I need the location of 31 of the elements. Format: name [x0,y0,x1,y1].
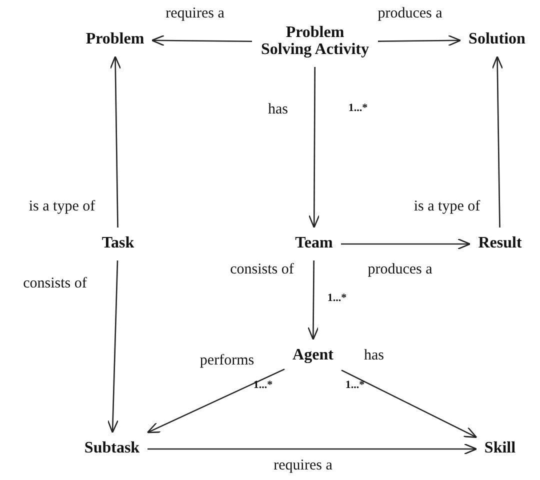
arrow [146,368,285,434]
multiplicity-label: 1...* [345,379,365,391]
arrow [492,56,504,228]
edge-label: is a type of [412,198,482,216]
concept-label: Problem Solving Activity [258,23,372,61]
arrow [107,260,118,434]
concept-label: Agent [290,346,336,366]
arrow [378,34,462,46]
arrow [148,443,478,455]
edge-label: produces a [366,262,434,278]
edge-label: performs [198,352,256,370]
concept-label: Solution [466,30,528,50]
edge-label: requires a [272,458,334,474]
concept-label: Team [293,234,335,254]
edge-label: requires a [164,6,226,22]
arrow [341,370,478,438]
concept-label: Subtask [82,438,142,460]
multiplicity-label: 1...* [348,102,368,114]
arrow [308,260,319,340]
concept-label: Problem [84,30,146,50]
multiplicity-label: 1...* [327,292,347,304]
arrow [341,238,471,250]
edge-label: is a type of [26,198,98,216]
multiplicity-label: 1...* [253,379,273,391]
arrow [151,34,252,46]
arrow [308,67,320,228]
concept-label: Result [476,234,524,254]
concept-label: Task [100,234,136,254]
arrow [110,56,122,228]
concept-label: Skill [482,438,518,460]
edge-label: produces a [376,6,444,22]
